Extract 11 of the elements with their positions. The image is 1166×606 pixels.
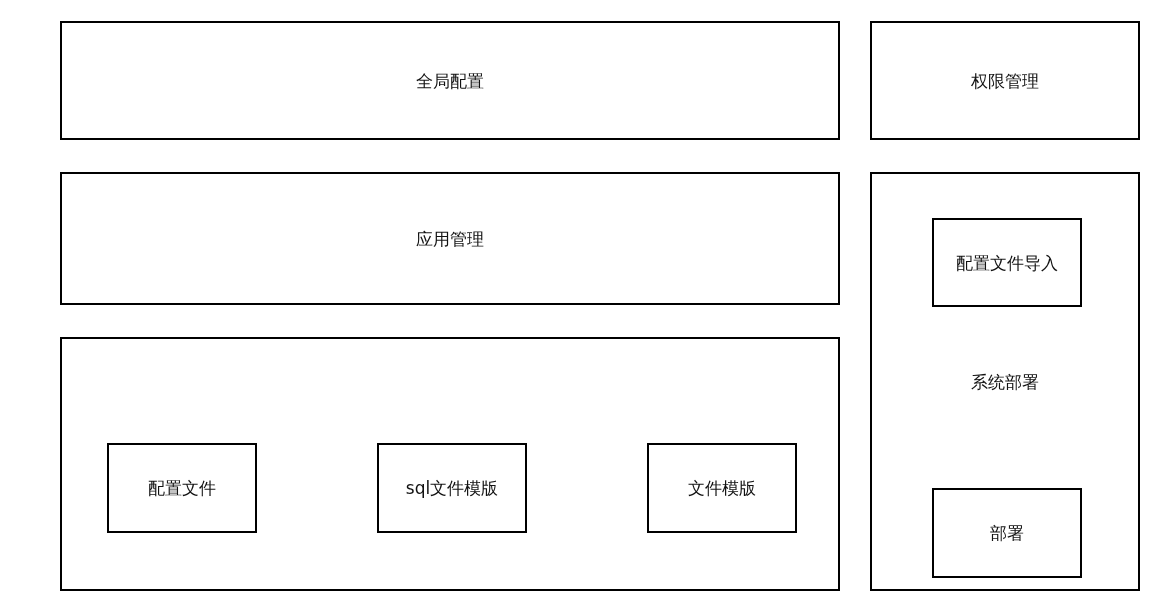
panel-box bbox=[60, 337, 840, 591]
panel-title: 系统部署 bbox=[971, 370, 1039, 393]
module-box: sql文件模版 bbox=[377, 443, 527, 533]
module-box: 文件模版 bbox=[647, 443, 797, 533]
module-box: 配置文件导入 bbox=[932, 218, 1082, 307]
module-box: 应用管理 bbox=[60, 172, 840, 305]
module-box: 全局配置 bbox=[60, 21, 840, 140]
module-box: 权限管理 bbox=[870, 21, 1140, 140]
module-box: 配置文件 bbox=[107, 443, 257, 533]
module-box: 部署 bbox=[932, 488, 1082, 578]
panel-box bbox=[870, 172, 1140, 591]
